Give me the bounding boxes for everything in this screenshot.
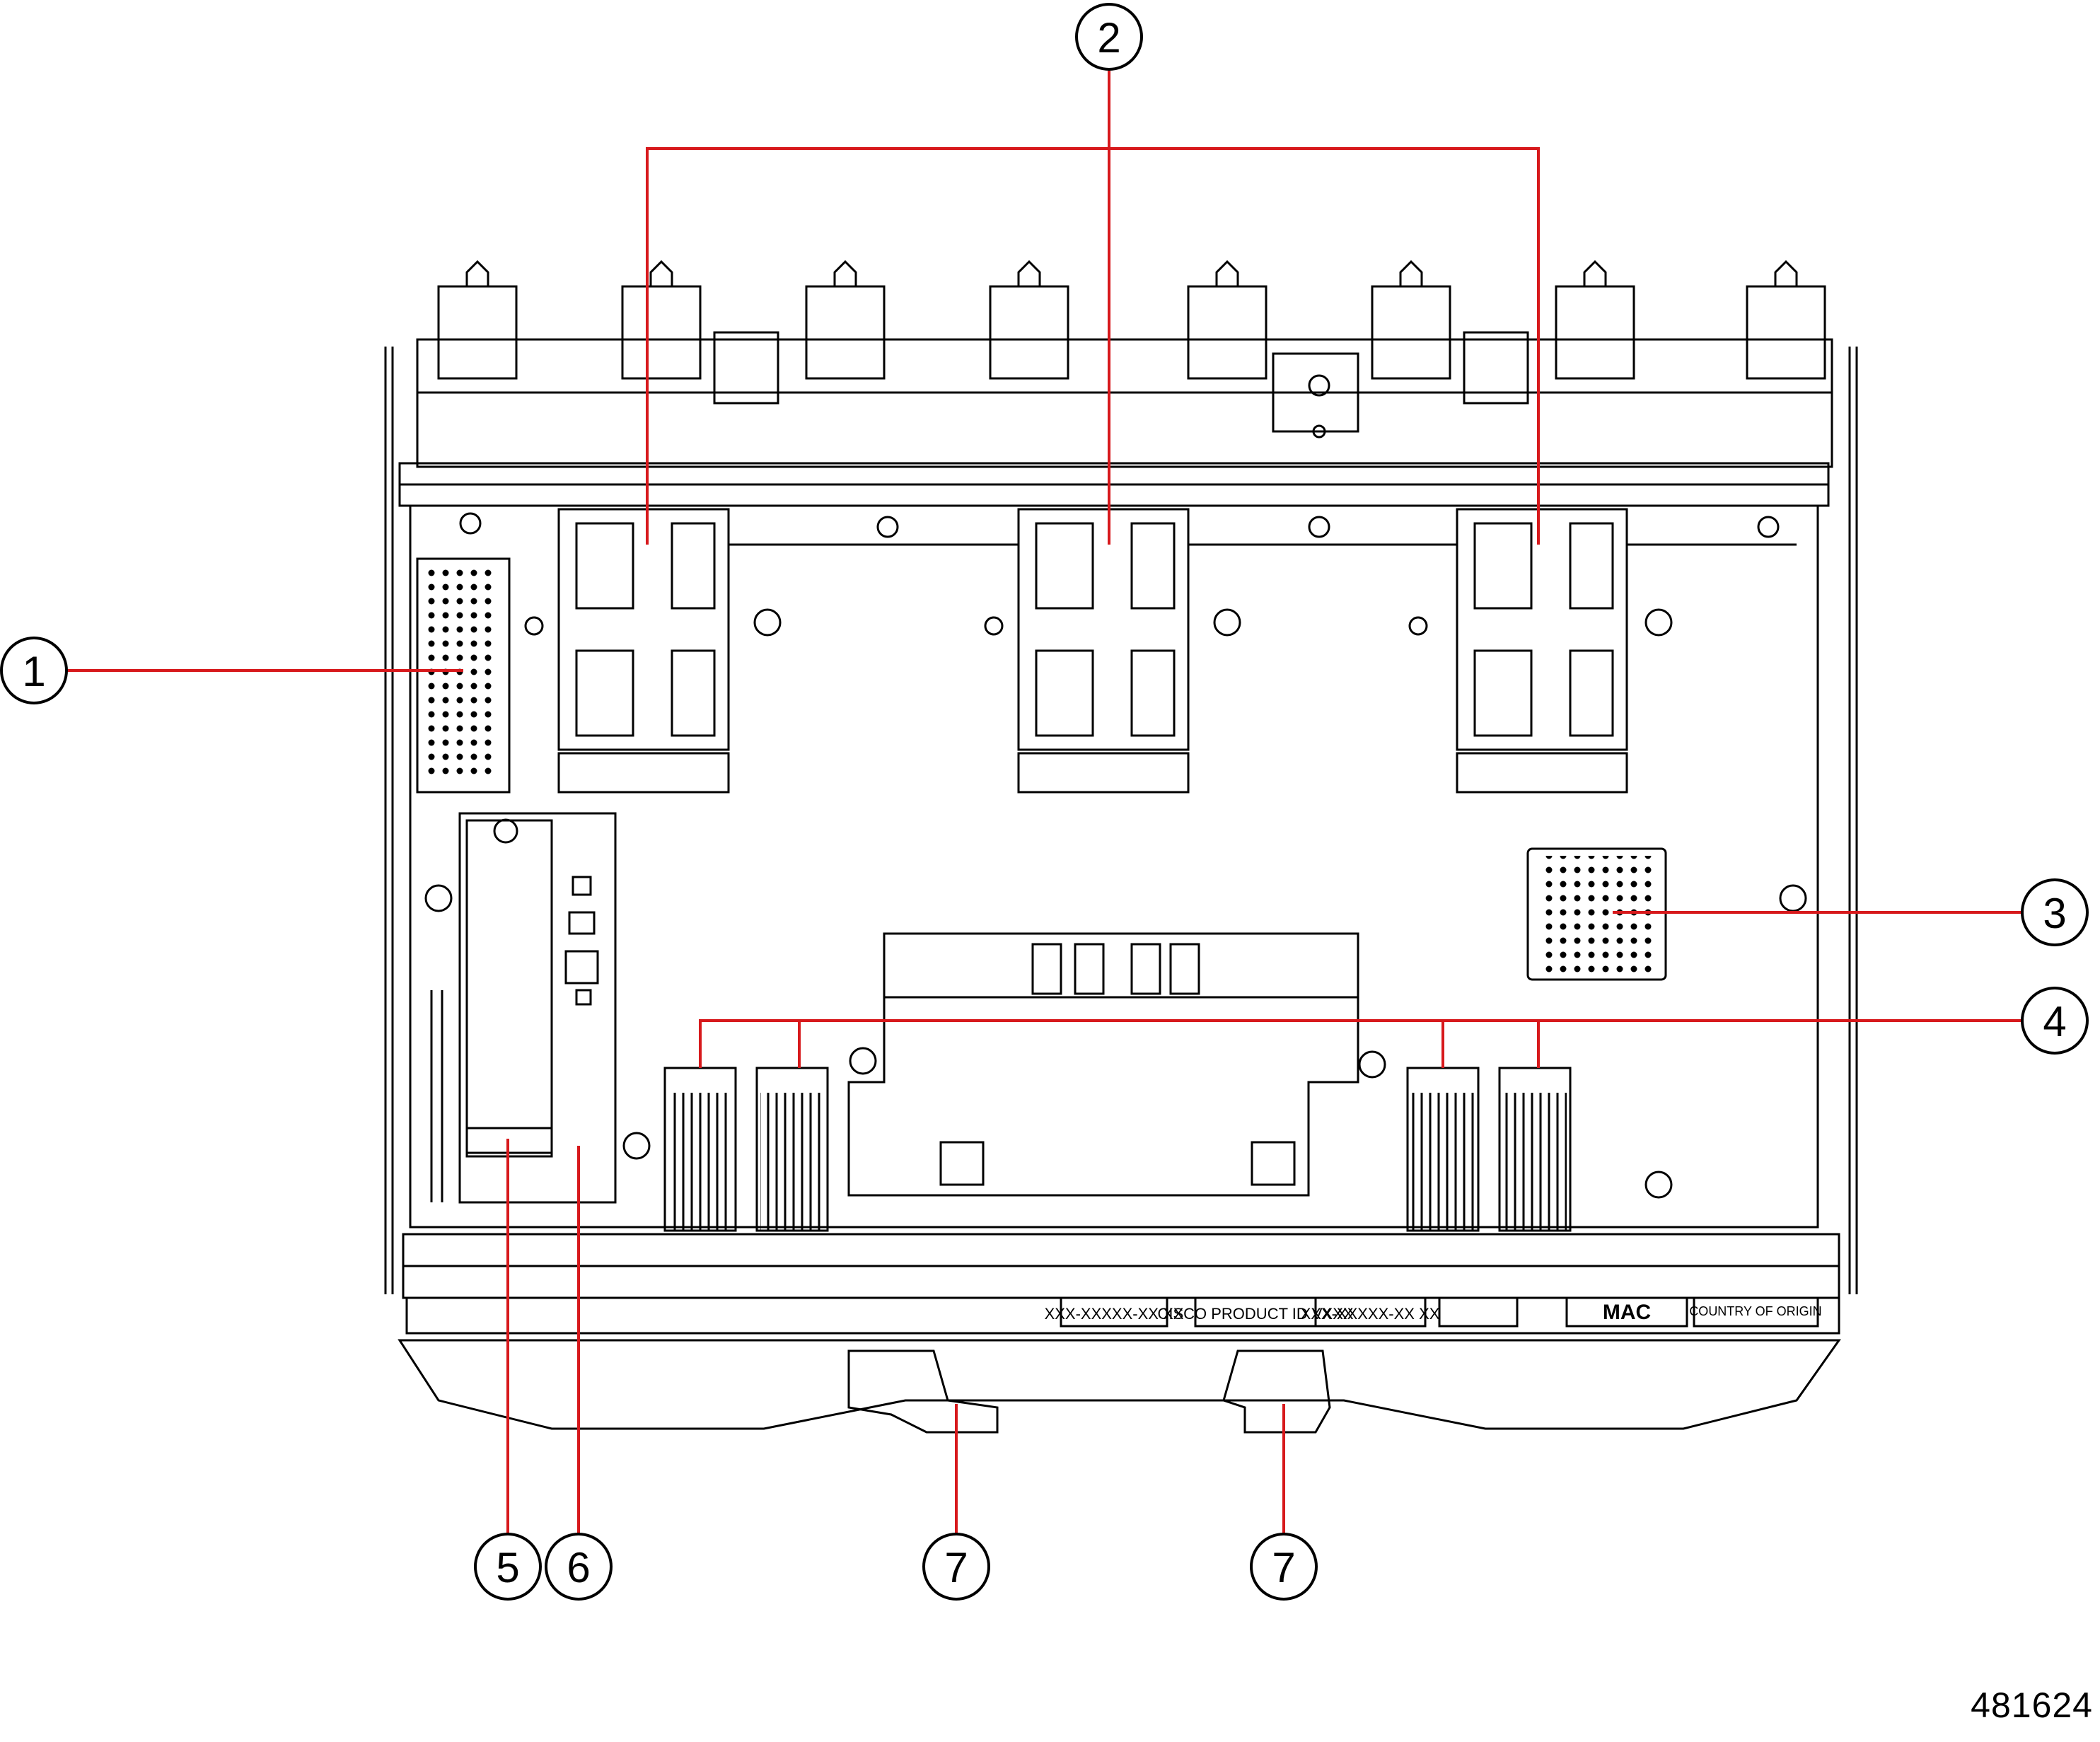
ejector-lever-right xyxy=(1222,1349,1331,1434)
callout-4-circle xyxy=(2021,987,2089,1055)
connector-latch xyxy=(1187,285,1267,380)
callout-7a-number: 7 xyxy=(944,1544,968,1591)
callout-lines xyxy=(67,71,2021,1535)
callout-3-number: 3 xyxy=(2043,890,2066,937)
callout-circles xyxy=(0,3,2089,1601)
callout-7a-circle xyxy=(922,1533,990,1601)
country-label: COUNTRY OF ORIGIN xyxy=(1689,1304,1821,1318)
callout-7b-number: 7 xyxy=(1272,1544,1295,1591)
connector-latch xyxy=(1555,285,1635,380)
connector-latch xyxy=(805,285,886,380)
connector-latch xyxy=(1371,285,1451,380)
connector-latch xyxy=(621,285,702,380)
thermal-pad-3 xyxy=(1526,847,1667,981)
pn-label-1: XXX-XXXXX-XX XX xyxy=(1045,1305,1184,1323)
callout-5-number: 5 xyxy=(496,1544,519,1591)
mesh-holes-3 xyxy=(1538,856,1659,972)
center-plate xyxy=(847,932,1359,1197)
callout-7b-circle xyxy=(1250,1533,1318,1601)
faceplate-labels: XXX-XXXXX-XX XX CISCO PRODUCT ID VXXX XX… xyxy=(1045,1301,1822,1324)
fan-module-3 xyxy=(1408,508,1673,794)
connector-latch xyxy=(437,285,518,380)
connector-latch xyxy=(989,285,1069,380)
screws xyxy=(424,512,1807,1199)
mesh-holes-1 xyxy=(428,569,499,782)
pn-label-2: XXX-XXXXX-XX XX xyxy=(1301,1305,1440,1323)
top-connector-row xyxy=(416,260,1833,468)
chassis-frame xyxy=(384,347,1858,1294)
cisco-pid-label: CISCO PRODUCT ID VXXX xyxy=(1157,1305,1353,1323)
callout-numbers: 1 2 3 4 5 6 7 7 xyxy=(22,14,2066,1591)
callout-6-number: 6 xyxy=(567,1544,590,1591)
callout-6-circle xyxy=(545,1533,613,1601)
fan-module-1 xyxy=(524,508,782,794)
mac-label: MAC xyxy=(1603,1301,1651,1324)
callout-5-circle xyxy=(474,1533,542,1601)
callout-1-circle xyxy=(0,637,68,704)
callout-4-number: 4 xyxy=(2043,998,2066,1045)
callout-2-circle xyxy=(1075,3,1143,71)
leader-2-bracket xyxy=(646,147,1540,545)
leader-4 xyxy=(699,1019,2021,1068)
ssd-carrier xyxy=(430,812,617,1204)
connector-latch xyxy=(1746,285,1826,380)
thermal-pad-1 xyxy=(416,557,511,794)
ejector-lever-left xyxy=(847,1349,999,1434)
fan-module-2 xyxy=(984,508,1241,794)
callout-1-number: 1 xyxy=(22,648,45,695)
front-faceplate xyxy=(398,1233,1841,1434)
callout-2-number: 2 xyxy=(1097,14,1120,62)
callout-3-circle xyxy=(2021,878,2089,946)
figure-id: 481624 xyxy=(1971,1685,2093,1725)
